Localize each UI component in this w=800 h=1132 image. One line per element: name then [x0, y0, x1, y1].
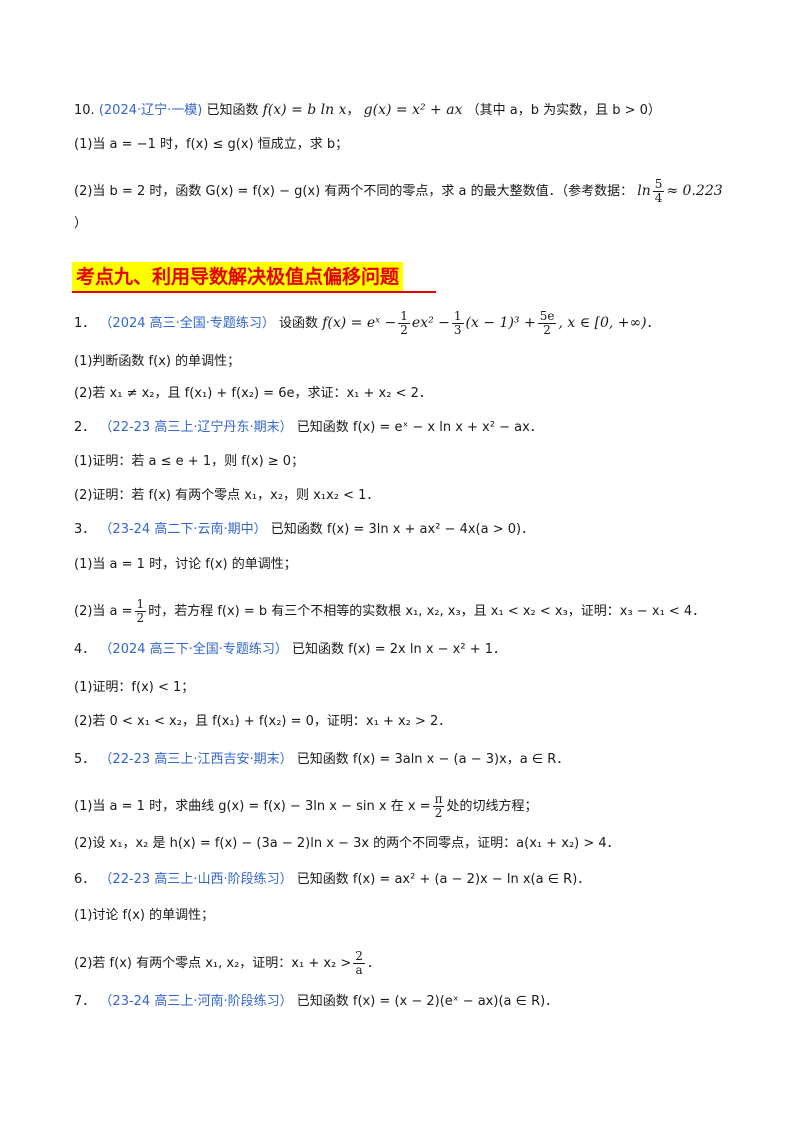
fraction-numerator: π — [432, 792, 445, 807]
fraction-denominator: 2 — [400, 323, 408, 337]
question-5-part-2: (2)设 x₁，x₂ 是 h(x) = f(x) − (3a − 2)ln x … — [74, 836, 620, 851]
question-3-source: （23-24 高二下·云南·期中） — [99, 522, 267, 537]
question-5-number: 5． — [74, 752, 96, 767]
question-1-number: 1． — [74, 316, 96, 331]
question-1-part-2: (2)若 x₁ ≠ x₂，且 f(x₁) + f(x₂) = 6e，求证：x₁ … — [74, 386, 432, 401]
question-4-number: 4． — [74, 642, 96, 657]
problem-10-function-g: g(x) = x² + ax — [363, 102, 463, 118]
question-4-part-1: (1)证明：f(x) < 1； — [74, 680, 195, 695]
question-3-stem: 3． （23-24 高二下·云南·期中） 已知函数 f(x) = 3ln x +… — [74, 520, 760, 540]
question-6-part-2-post: ． — [366, 956, 380, 971]
question-1-formula-b: ex² − — [411, 315, 450, 331]
question-4-stem-text: 已知函数 f(x) = 2x ln x − x² + 1． — [292, 642, 507, 657]
question-7-source: （23-24 高三上·河南·阶段练习） — [99, 994, 293, 1009]
question-7-stem: 7． （23-24 高三上·河南·阶段练习） 已知函数 f(x) = (x − … — [74, 992, 760, 1012]
problem-10-function-f: f(x) = b ln x — [262, 102, 347, 118]
fraction-numerator: 1 — [451, 309, 464, 324]
fraction-numerator: 1 — [134, 597, 147, 612]
question-2-part-2: (2)证明：若 f(x) 有两个零点 x₁，x₂，则 x₁x₂ < 1． — [74, 488, 380, 503]
question-6-number: 6． — [74, 872, 96, 887]
question-4-stem: 4． （2024 高三下·全国·专题练习） 已知函数 f(x) = 2x ln … — [74, 640, 760, 660]
question-1-formula-d: , x ∈ [0, +∞) — [558, 315, 647, 331]
problem-10-source: (2024·辽宁·一模) — [98, 103, 203, 118]
problem-10-condition: （其中 a，b 为实数，且 b > 0） — [466, 103, 661, 118]
question-4-part-2: (2)若 0 < x₁ < x₂，且 f(x₁) + f(x₂) = 0，证明：… — [74, 714, 452, 729]
fraction-denominator: 2 — [136, 611, 145, 625]
problem-10-ln: ln — [637, 183, 651, 199]
problem-10-number: 10. — [74, 103, 95, 118]
question-5-part-1: (1)当 a = 1 时，求曲线 g(x) = f(x) − 3ln x − s… — [74, 793, 760, 820]
question-5-part-1-post: 处的切线方程； — [446, 799, 538, 814]
question-1-source: （2024 高三·全国·专题练习） — [99, 316, 275, 331]
question-1-formula-c: (x − 1)³ + — [465, 315, 536, 331]
question-5-source: （22-23 高三上·江西吉安·期末） — [99, 752, 293, 767]
question-3-part-2-pre: (2)当 a = — [74, 604, 133, 619]
question-1-formula-a: f(x) = eˣ − — [322, 315, 397, 331]
question-1-part-1: (1)判断函数 f(x) 的单调性； — [74, 354, 241, 369]
fraction-denominator: 3 — [453, 323, 462, 337]
problem-10-approx: ≈ 0.223 — [666, 183, 723, 199]
question-2-stem-text: 已知函数 f(x) = eˣ − x ln x + x² − ax． — [296, 420, 543, 435]
problem-10-stem-text: 已知函数 — [206, 103, 259, 118]
fraction-numerator: 2 — [353, 949, 365, 964]
problem-10-stem: 10. (2024·辽宁·一模) 已知函数 f(x) = b ln x， g(x… — [74, 100, 760, 121]
question-7-stem-text: 已知函数 f(x) = (x − 2)(eˣ − ax)(a ∈ R)． — [296, 994, 559, 1009]
question-6-part-2-pre: (2)若 f(x) 有两个零点 x₁, x₂，证明：x₁ + x₂ > — [74, 956, 352, 971]
section-heading-underline — [72, 291, 436, 293]
fraction-numerator: 5e — [537, 309, 557, 324]
question-2-part-1: (1)证明：若 a ≤ e + 1，则 f(x) ≥ 0； — [74, 454, 305, 469]
fraction-denominator: 4 — [654, 191, 663, 205]
question-6-source: （22-23 高三上·山西·阶段练习） — [99, 872, 293, 887]
question-3-number: 3． — [74, 522, 96, 537]
question-7-number: 7． — [74, 994, 96, 1009]
fraction-denominator: 2 — [543, 323, 551, 337]
question-3-part-1: (1)当 a = 1 时，讨论 f(x) 的单调性； — [74, 557, 297, 572]
question-2-source: （22-23 高三上·辽宁丹东·期末） — [99, 420, 293, 435]
question-5-part-1-pre: (1)当 a = 1 时，求曲线 g(x) = f(x) − 3ln x − s… — [74, 799, 431, 814]
fraction-denominator: 2 — [434, 806, 443, 820]
question-5-stem-text: 已知函数 f(x) = 3aln x − (a − 3)x，a ∈ R． — [296, 752, 570, 767]
question-3-stem-text: 已知函数 f(x) = 3ln x + ax² − 4x(a > 0)． — [270, 522, 535, 537]
question-1-stem-text: 设函数 — [279, 316, 319, 331]
question-6-stem-text: 已知函数 f(x) = ax² + (a − 2)x − ln x(a ∈ R)… — [296, 872, 591, 887]
problem-10-part-2-text: (2)当 b = 2 时，函数 G(x) = f(x) − g(x) 有两个不同… — [74, 184, 634, 199]
question-6-stem: 6． （22-23 高三上·山西·阶段练习） 已知函数 f(x) = ax² +… — [74, 870, 760, 890]
problem-10-comma: ， — [346, 103, 360, 118]
fraction-denominator: a — [355, 963, 363, 977]
question-2-number: 2． — [74, 420, 96, 435]
question-5-stem: 5． （22-23 高三上·江西吉安·期末） 已知函数 f(x) = 3aln … — [74, 750, 760, 770]
fraction-numerator: 5 — [652, 177, 665, 192]
question-2-stem: 2． （22-23 高三上·辽宁丹东·期末） 已知函数 f(x) = eˣ − … — [74, 418, 760, 438]
fraction-numerator: 1 — [398, 309, 410, 324]
problem-10-part-1: (1)当 a = −1 时，f(x) ≤ g(x) 恒成立，求 b； — [74, 137, 349, 152]
question-1-period: ． — [646, 316, 660, 331]
question-6-part-1: (1)讨论 f(x) 的单调性； — [74, 908, 215, 923]
question-4-source: （2024 高三下·全国·专题练习） — [99, 642, 288, 657]
problem-10-part-2: (2)当 b = 2 时，函数 G(x) = f(x) − g(x) 有两个不同… — [74, 178, 760, 205]
section-heading: 考点九、利用导数解决极值点偏移问题 — [72, 262, 404, 292]
problem-10-close-paren: ） — [74, 216, 88, 231]
question-3-part-2-post: 时，若方程 f(x) = b 有三个不相等的实数根 x₁, x₂, x₃，且 x… — [148, 604, 706, 619]
